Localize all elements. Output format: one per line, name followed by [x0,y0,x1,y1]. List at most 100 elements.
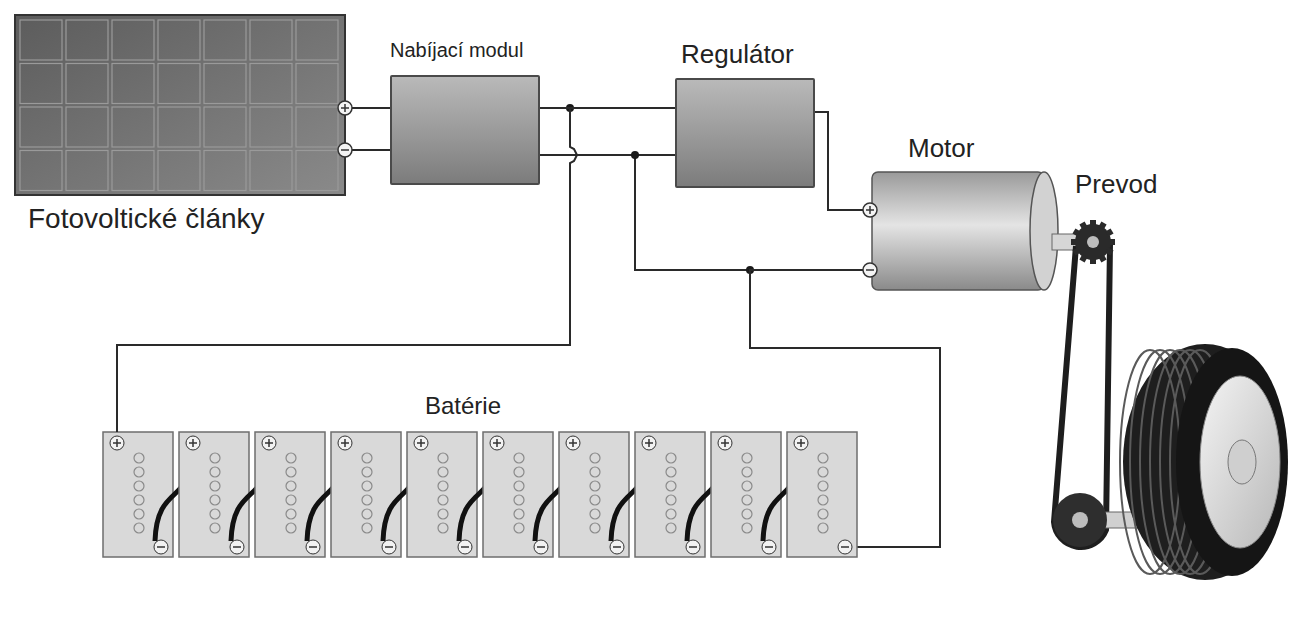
minus-sign [385,546,393,548]
battery-minus [154,540,168,554]
plus-sign [341,104,349,112]
gear-hub [1072,512,1088,528]
battery [407,432,477,557]
terminal [338,143,352,157]
driven-gear [1053,493,1107,547]
panel-cell [158,64,200,104]
panel-cell [158,20,200,60]
battery-minus [534,540,548,554]
battery-cells [103,432,857,557]
battery-cell [362,509,372,519]
node-label: Nabíjací modul [390,39,523,62]
battery-cell [134,523,144,533]
plus-sign [113,439,121,447]
panel-cell [20,64,62,104]
battery-cell [514,523,524,533]
battery-cell [286,467,296,477]
panel-cell [20,20,62,60]
gear-tooth [1098,221,1106,229]
battery-cell [514,453,524,463]
plus-sign [569,439,577,447]
motor-body [872,172,1044,290]
plus-sign [265,439,273,447]
panel-cell [112,107,154,147]
panel-cell [250,20,292,60]
gear-tooth [1109,239,1115,245]
wheel-rim [1200,376,1280,548]
battery-cell [742,523,752,533]
wire [352,149,390,151]
junction-dot [631,151,639,159]
panel-cell [66,64,108,104]
part-name: Prevod [1075,170,1157,200]
gear-tooth [1090,258,1096,264]
gear-tooth [1071,239,1077,245]
wire [750,270,940,547]
charging-module: Nabíjací modul [390,75,540,185]
battery-cell [286,523,296,533]
battery [787,432,857,557]
plus-sign [645,439,653,447]
panel-cell [204,64,246,104]
battery [255,432,325,557]
solar-panel-node: Fotovoltické články [15,15,345,195]
battery-cell [362,523,372,533]
minus-sign [613,546,621,548]
node-label: Fotovoltické články [28,203,265,235]
panel-cell [20,107,62,147]
battery [483,432,553,557]
node-label: Motor [908,134,974,164]
battery-cell [438,481,448,491]
battery-cell [666,481,676,491]
battery-cell [742,467,752,477]
battery [331,432,401,557]
terminal [338,101,352,115]
panel-cell [204,20,246,60]
panel-cell [158,107,200,147]
panel-cell [66,151,108,191]
panel-cell [112,64,154,104]
battery-cell [362,453,372,463]
wire [352,107,390,109]
battery-plus [794,436,808,450]
terminal [863,263,877,277]
battery-cell [286,509,296,519]
minus-sign [341,149,349,151]
tire-face [1176,348,1288,576]
battery-cell [210,481,220,491]
battery-cell [818,481,828,491]
panel-cell [250,107,292,147]
panel-cell [66,20,108,60]
battery-cell [666,509,676,519]
battery-cell [590,495,600,505]
battery-plus [110,436,124,450]
gear-tooth [1098,254,1106,262]
battery-minus [686,540,700,554]
battery-cell [286,495,296,505]
battery-cell [438,523,448,533]
gear-teeth [1071,220,1115,264]
battery-cell [742,453,752,463]
minus-sign [765,546,773,548]
terminal [863,203,877,217]
battery-minus [306,540,320,554]
regulator-box: Regulátor [675,78,815,188]
battery-cell [134,453,144,463]
battery-minus [762,540,776,554]
battery-cell [134,495,144,505]
battery-cell [438,495,448,505]
minus-sign [689,546,697,548]
panel-cell [296,20,338,60]
battery-cell [514,467,524,477]
battery-cell [134,509,144,519]
battery-cell [286,453,296,463]
battery [103,432,173,557]
battery [635,432,705,557]
panel-cell [112,20,154,60]
battery-bank: Batérie [103,432,863,557]
battery-cell [134,467,144,477]
minus-sign [309,546,317,548]
